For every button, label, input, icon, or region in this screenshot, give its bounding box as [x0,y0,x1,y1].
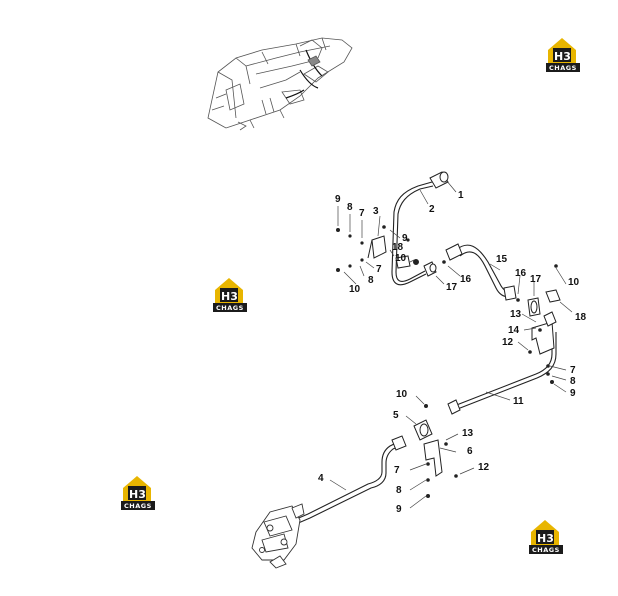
clip-18-lower [545,289,561,303]
callout-7: 7 [570,365,576,376]
callout-16: 16 [515,268,527,279]
callout-8: 8 [347,202,353,213]
callout-11: 11 [513,396,524,407]
callouts: 1 2 3 7 8 9 9 18 10 7 8 10 16 17 15 16 1… [318,190,587,515]
brake-valve-assembly [251,503,305,569]
callout-3: 3 [373,206,379,217]
logo-letters: H3 [554,50,571,63]
brake-pipe-11-inner [454,332,557,411]
logo-text: CHAGS [549,64,577,72]
callout-15: 15 [496,254,508,265]
callout-9: 9 [396,504,402,515]
hardware-dots [336,225,558,498]
callout-18: 18 [392,242,404,253]
chags-logo-left: H3 CHAGS [213,278,247,312]
bolt-10 [413,259,419,265]
logo-letters: H3 [537,532,554,545]
leader-lines [329,179,573,509]
callout-1: 1 [458,190,464,201]
callout-9: 9 [335,194,341,205]
callout-18: 18 [575,312,587,323]
pipe-11-end-fitting [447,399,461,415]
callout-7: 7 [376,264,382,275]
callout-6: 6 [467,446,473,457]
brake-pipe-4-outer [293,441,399,521]
callout-13: 13 [510,309,522,320]
brake-pipe-4-inner [295,445,401,525]
brake-pipe-2-outer [391,181,433,286]
callout-5: 5 [393,410,399,421]
callout-8: 8 [570,376,576,387]
callout-10: 10 [395,253,407,264]
fittings [367,171,561,477]
callout-14: 14 [508,325,520,336]
pipe-end-fitting [391,435,407,451]
logo-text: CHAGS [216,304,244,312]
callout-7: 7 [359,208,365,219]
chags-logo-bottom-left: H3 CHAGS [121,476,155,510]
brake-hose-15-inner [459,251,511,298]
logo-letters: H3 [129,488,146,501]
callout-8: 8 [368,275,374,286]
callout-13: 13 [462,428,474,439]
callout-12: 12 [502,337,514,348]
callout-17: 17 [530,274,542,285]
callout-7: 7 [394,465,400,476]
callout-2: 2 [429,204,435,215]
bracket-14 [531,321,555,355]
vehicle-frame-sketch [207,37,353,131]
clip-18 [395,255,411,269]
callout-9: 9 [570,388,576,399]
logo-letters: H3 [221,290,238,303]
callout-4: 4 [318,473,324,484]
chags-logo-top-right: H3 CHAGS [546,38,580,72]
hose-end-16 [445,243,463,261]
bracket-6 [423,439,443,477]
callout-17: 17 [446,282,458,293]
callout-9: 9 [402,233,408,244]
callout-16: 16 [460,274,472,285]
callout-12: 12 [478,462,490,473]
brake-pipe-2-inner [395,185,434,282]
callout-10: 10 [349,284,361,295]
chags-logo-bottom-right: H3 CHAGS [529,520,563,554]
callout-8: 8 [396,485,402,496]
logo-text: CHAGS [124,502,152,510]
bracket-3 [371,235,387,259]
hose-end-16-lower [503,285,517,301]
logo-text: CHAGS [532,546,560,554]
callout-10: 10 [396,389,408,400]
callout-10: 10 [568,277,580,288]
pipes [293,181,557,525]
